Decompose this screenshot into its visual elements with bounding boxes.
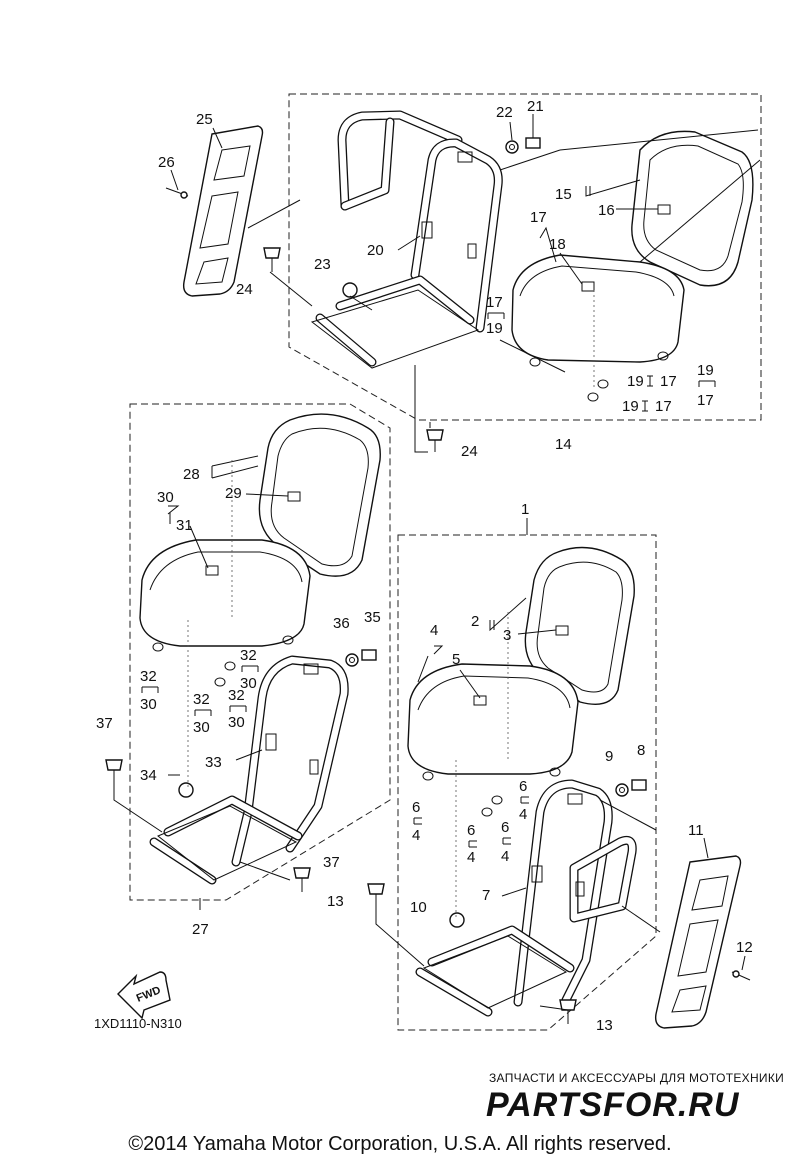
leaders-right	[375, 518, 746, 1011]
callout-12: 12	[736, 939, 753, 956]
callout-16: 16	[598, 202, 615, 219]
callout-15: 15	[555, 186, 572, 203]
callout-4: 4	[519, 806, 527, 823]
callout-8: 8	[637, 742, 645, 759]
callout-30: 30	[240, 675, 257, 692]
callout-6: 6	[412, 799, 420, 816]
label-18	[581, 281, 595, 292]
seat-cushion-30	[139, 539, 311, 687]
callout-13: 13	[596, 1017, 613, 1034]
diagram-code: 1XD1110-N310	[94, 1016, 182, 1031]
callout-31: 31	[176, 517, 193, 534]
callout-13: 13	[327, 893, 344, 910]
callout-4: 4	[467, 849, 475, 866]
callout-10: 10	[410, 899, 427, 916]
backrest-15	[631, 130, 754, 287]
hardware-top	[165, 132, 541, 452]
callout-17: 17	[697, 392, 714, 409]
hardware-left	[105, 649, 377, 892]
side-panel-25	[182, 125, 264, 297]
callout-18: 18	[549, 236, 566, 253]
callout-33: 33	[205, 754, 222, 771]
seat-frame-33	[149, 655, 349, 885]
callout-30: 30	[140, 696, 157, 713]
callout-6: 6	[467, 822, 475, 839]
backrest-28	[258, 413, 381, 577]
callout-17: 17	[660, 373, 677, 390]
callout-29: 29	[225, 485, 242, 502]
seat-frame-20	[310, 110, 503, 369]
callout-17: 17	[530, 209, 547, 226]
callout-23: 23	[314, 256, 331, 273]
callout-4: 4	[412, 827, 420, 844]
seat-cushion-4	[407, 663, 579, 817]
group-27-boundary	[129, 403, 391, 901]
hardware-right	[367, 779, 751, 1024]
callout-28: 28	[183, 466, 200, 483]
callout-7: 7	[482, 887, 490, 904]
callout-20: 20	[367, 242, 384, 259]
callouts: 1 2 3 4 5 6 4 6 4 6 4 6 4 7 8 9 10 11 12…	[96, 98, 753, 1034]
callout-30: 30	[228, 714, 245, 731]
callout-32: 32	[240, 647, 257, 664]
callout-24: 24	[461, 443, 478, 460]
callout-14: 14	[555, 436, 572, 453]
callout-19: 19	[486, 320, 503, 337]
callout-32: 32	[140, 668, 157, 685]
callout-37: 37	[323, 854, 340, 871]
watermark-brand: PARTSFOR.RU	[486, 1086, 740, 1124]
callout-4: 4	[501, 848, 509, 865]
callout-1: 1	[521, 501, 529, 518]
callout-30: 30	[193, 719, 210, 736]
callout-17: 17	[655, 398, 672, 415]
label-29	[287, 491, 301, 502]
callout-19: 19	[627, 373, 644, 390]
label-5	[473, 695, 487, 706]
label-31	[205, 565, 219, 576]
callout-4: 4	[430, 622, 438, 639]
seat-frame-7	[415, 779, 637, 1017]
callout-36: 36	[333, 615, 350, 632]
callout-19: 19	[622, 398, 639, 415]
callout-34: 34	[140, 767, 157, 784]
side-panel-11	[654, 855, 742, 1029]
callout-30: 30	[157, 489, 174, 506]
callout-22: 22	[496, 104, 513, 121]
callout-26: 26	[158, 154, 175, 171]
callout-17: 17	[486, 294, 503, 311]
callout-5: 5	[452, 651, 460, 668]
callout-32: 32	[193, 691, 210, 708]
group-1-boundary	[397, 534, 657, 1031]
callout-21: 21	[527, 98, 544, 115]
leaders-left	[113, 455, 291, 910]
backrest-2	[524, 546, 635, 705]
callout-11: 11	[688, 822, 704, 839]
callout-32: 32	[228, 687, 245, 704]
callout-9: 9	[605, 748, 613, 765]
callout-37: 37	[96, 715, 113, 732]
watermark-tagline: ЗАПЧАСТИ И АКСЕССУАРЫ ДЛЯ МОТОТЕХНИКИ	[489, 1071, 784, 1085]
callout-6: 6	[501, 819, 509, 836]
callout-3: 3	[503, 627, 511, 644]
callout-35: 35	[364, 609, 381, 626]
seat-cushion-17	[511, 254, 685, 402]
fwd-arrow: FWD	[117, 971, 171, 1020]
copyright-text: ©2014 Yamaha Motor Corporation, U.S.A. A…	[128, 1133, 671, 1155]
group-14-boundary	[288, 93, 762, 421]
callout-2: 2	[471, 613, 479, 630]
leaders-top	[170, 114, 761, 453]
callout-25: 25	[196, 111, 213, 128]
callout-27: 27	[192, 921, 209, 938]
callout-6: 6	[519, 778, 527, 795]
callout-19: 19	[697, 362, 714, 379]
callout-24: 24	[236, 281, 253, 298]
